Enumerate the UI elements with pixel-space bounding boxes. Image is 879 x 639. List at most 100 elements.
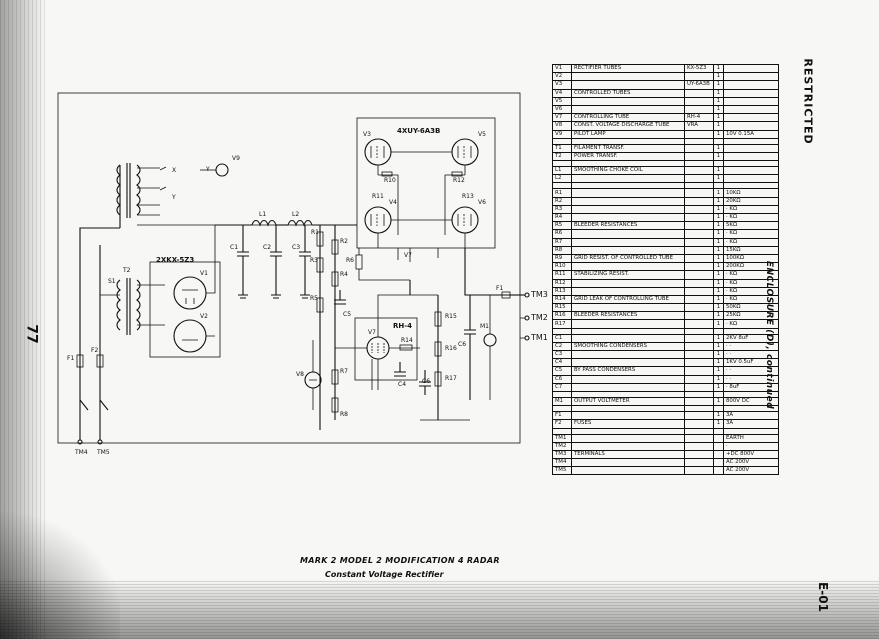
parts-cell-desc — [571, 245, 685, 255]
triode-v6 — [451, 206, 479, 234]
label-l1: L1 — [259, 211, 266, 218]
parts-cell-qty: 1 — [713, 80, 724, 90]
parts-cell-desc: CONST. VOLTAGE DISCHARGE TUBE — [571, 121, 685, 131]
parts-cell-ref: F2 — [552, 419, 572, 429]
parts-cell-rating: · KΩ — [723, 237, 779, 247]
parts-cell-type — [684, 174, 714, 184]
parts-cell-qty: 1 — [713, 212, 724, 223]
parts-cell-ref: R7 — [552, 237, 572, 247]
label-x: X — [172, 167, 176, 174]
resistor-r5 — [316, 297, 324, 313]
label-v7: V7 — [368, 329, 376, 336]
parts-cell-ref: V5 — [552, 96, 572, 106]
parts-cell-type — [684, 441, 714, 451]
rectifier-tube-v1 — [173, 276, 207, 310]
parts-cell-desc: SMOOTHING CONDENSERS — [571, 341, 685, 352]
parts-cell-rating: 2KV 8uF — [723, 333, 779, 343]
parts-cell-desc — [571, 358, 685, 368]
triode-v5 — [451, 138, 479, 166]
parts-cell-rating: · KΩ — [723, 212, 779, 223]
parts-cell-qty: 1 — [713, 341, 724, 352]
label-v5: V5 — [478, 131, 486, 138]
parts-cell-rating: 15KΩ — [723, 245, 779, 255]
parts-cell-type — [684, 466, 714, 476]
chassis-frame — [57, 92, 521, 444]
parts-cell-qty: 1 — [713, 262, 724, 272]
parts-cell-desc — [571, 96, 685, 106]
parts-cell-type — [684, 196, 714, 206]
parts-cell-desc — [571, 72, 685, 82]
label-tm2: TM2 — [530, 313, 548, 322]
parts-cell-type — [684, 311, 714, 321]
parts-cell-ref: C3 — [552, 349, 572, 360]
label-c6: C6 — [422, 378, 430, 385]
parts-cell-rating: · — [723, 441, 779, 451]
parts-cell-qty: 1 — [713, 63, 724, 74]
resistor-r12 — [451, 171, 463, 177]
parts-cell-rating — [723, 72, 779, 82]
parts-table-row: TM2 · — [552, 441, 779, 451]
parts-cell-desc: BLEEDER RESISTANCES — [571, 221, 685, 231]
parts-cell-desc — [571, 303, 685, 313]
label-f1: F1 — [67, 355, 74, 362]
parts-cell-type — [684, 349, 714, 360]
label-v2: V2 — [200, 313, 208, 320]
parts-cell-ref: R1 — [552, 188, 572, 198]
parts-cell-rating — [723, 88, 779, 98]
parts-cell-desc: GRID LEAK OF CONTROLLING TUBE — [571, 294, 685, 305]
parts-cell-type — [684, 143, 714, 153]
parts-cell-type — [684, 270, 714, 280]
parts-cell-desc: FUSES — [571, 419, 685, 429]
label-r10: R10 — [384, 177, 396, 184]
fuse-f1 — [76, 354, 84, 368]
label-tm5: TM5 — [96, 449, 110, 456]
label-c2: C2 — [263, 244, 271, 251]
label-c3: C3 — [292, 244, 300, 251]
parts-cell-qty: 1 — [713, 270, 724, 280]
label-r15: R15 — [445, 313, 457, 320]
parts-cell-ref: C7 — [552, 382, 572, 392]
parts-cell-rating: · KΩ — [723, 270, 779, 280]
label-r8: R8 — [340, 411, 348, 418]
parts-cell-qty: 1 — [713, 294, 724, 305]
parts-cell-type — [684, 212, 714, 223]
parts-cell-qty: 1 — [713, 129, 724, 139]
parts-cell-desc: RECTIFIER TUBES — [571, 63, 685, 74]
triode-v4 — [364, 206, 392, 234]
label-f3: F1 — [496, 285, 503, 292]
parts-cell-rating: 3A — [723, 419, 779, 429]
parts-cell-rating: EARTH — [723, 433, 779, 443]
label-t2: T2 — [122, 267, 131, 274]
parts-cell-rating: · · — [723, 341, 779, 352]
label-l2: L2 — [292, 211, 299, 218]
label-v1: V1 — [200, 270, 208, 277]
label-v4: V4 — [389, 199, 397, 206]
upper-tube-box — [356, 117, 496, 249]
parts-cell-rating: 800V DC — [723, 396, 779, 407]
capacitor-c5 — [334, 290, 346, 305]
parts-cell-desc — [571, 104, 685, 115]
capacitor-c3 — [299, 225, 311, 299]
figure-caption-subtitle: Constant Voltage Rectifier — [325, 570, 444, 579]
parts-cell-qty: 1 — [713, 113, 724, 123]
parts-cell-ref: TM2 — [552, 441, 572, 451]
label-c4: C4 — [398, 381, 406, 388]
parts-cell-rating — [723, 96, 779, 106]
parts-cell-qty: 1 — [713, 333, 724, 343]
label-c5: C5 — [343, 311, 351, 318]
parts-cell-qty: 1 — [713, 245, 724, 255]
resistor-r16 — [434, 341, 442, 357]
